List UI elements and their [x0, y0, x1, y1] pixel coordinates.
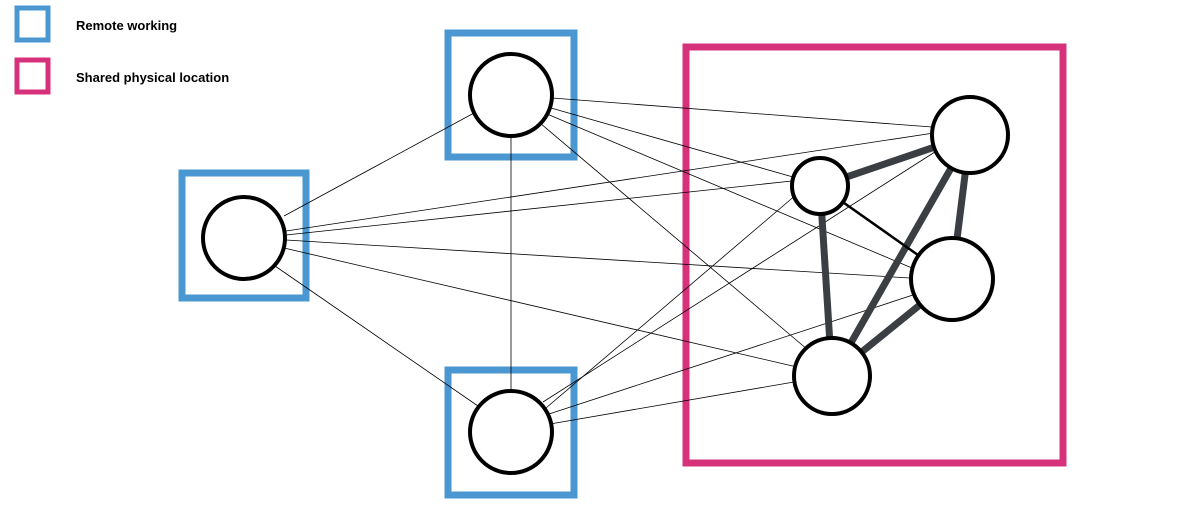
nodes: [201, 52, 1010, 475]
shared-node-small: [790, 156, 850, 216]
remote-node-left: [201, 195, 287, 281]
shared-node-bottom: [792, 336, 872, 416]
strong-link: [828, 133, 974, 378]
link: [549, 381, 795, 425]
remote-node-top: [468, 52, 554, 138]
remote-node-bottom: [468, 389, 554, 475]
link: [546, 113, 913, 269]
weak-links: [274, 97, 939, 425]
link: [274, 265, 479, 407]
link: [285, 180, 793, 236]
legend-shared-swatch: [14, 57, 51, 95]
shared-location-box: [682, 43, 1067, 467]
link: [550, 107, 794, 178]
link: [283, 247, 798, 368]
legend: Remote working Shared physical location: [14, 5, 229, 95]
link: [545, 193, 798, 409]
remote-location-box-left: [178, 169, 310, 302]
legend-shared-label: Shared physical location: [76, 70, 229, 85]
shared-node-upper-right: [930, 95, 1010, 175]
link: [551, 97, 933, 128]
link: [542, 149, 939, 403]
legend-remote-swatch: [14, 5, 51, 43]
shared-node-middle-right: [909, 236, 995, 322]
link: [539, 122, 809, 351]
legend-remote-label: Remote working: [76, 18, 177, 33]
link: [285, 239, 911, 279]
link: [548, 294, 914, 415]
link: [283, 112, 475, 217]
